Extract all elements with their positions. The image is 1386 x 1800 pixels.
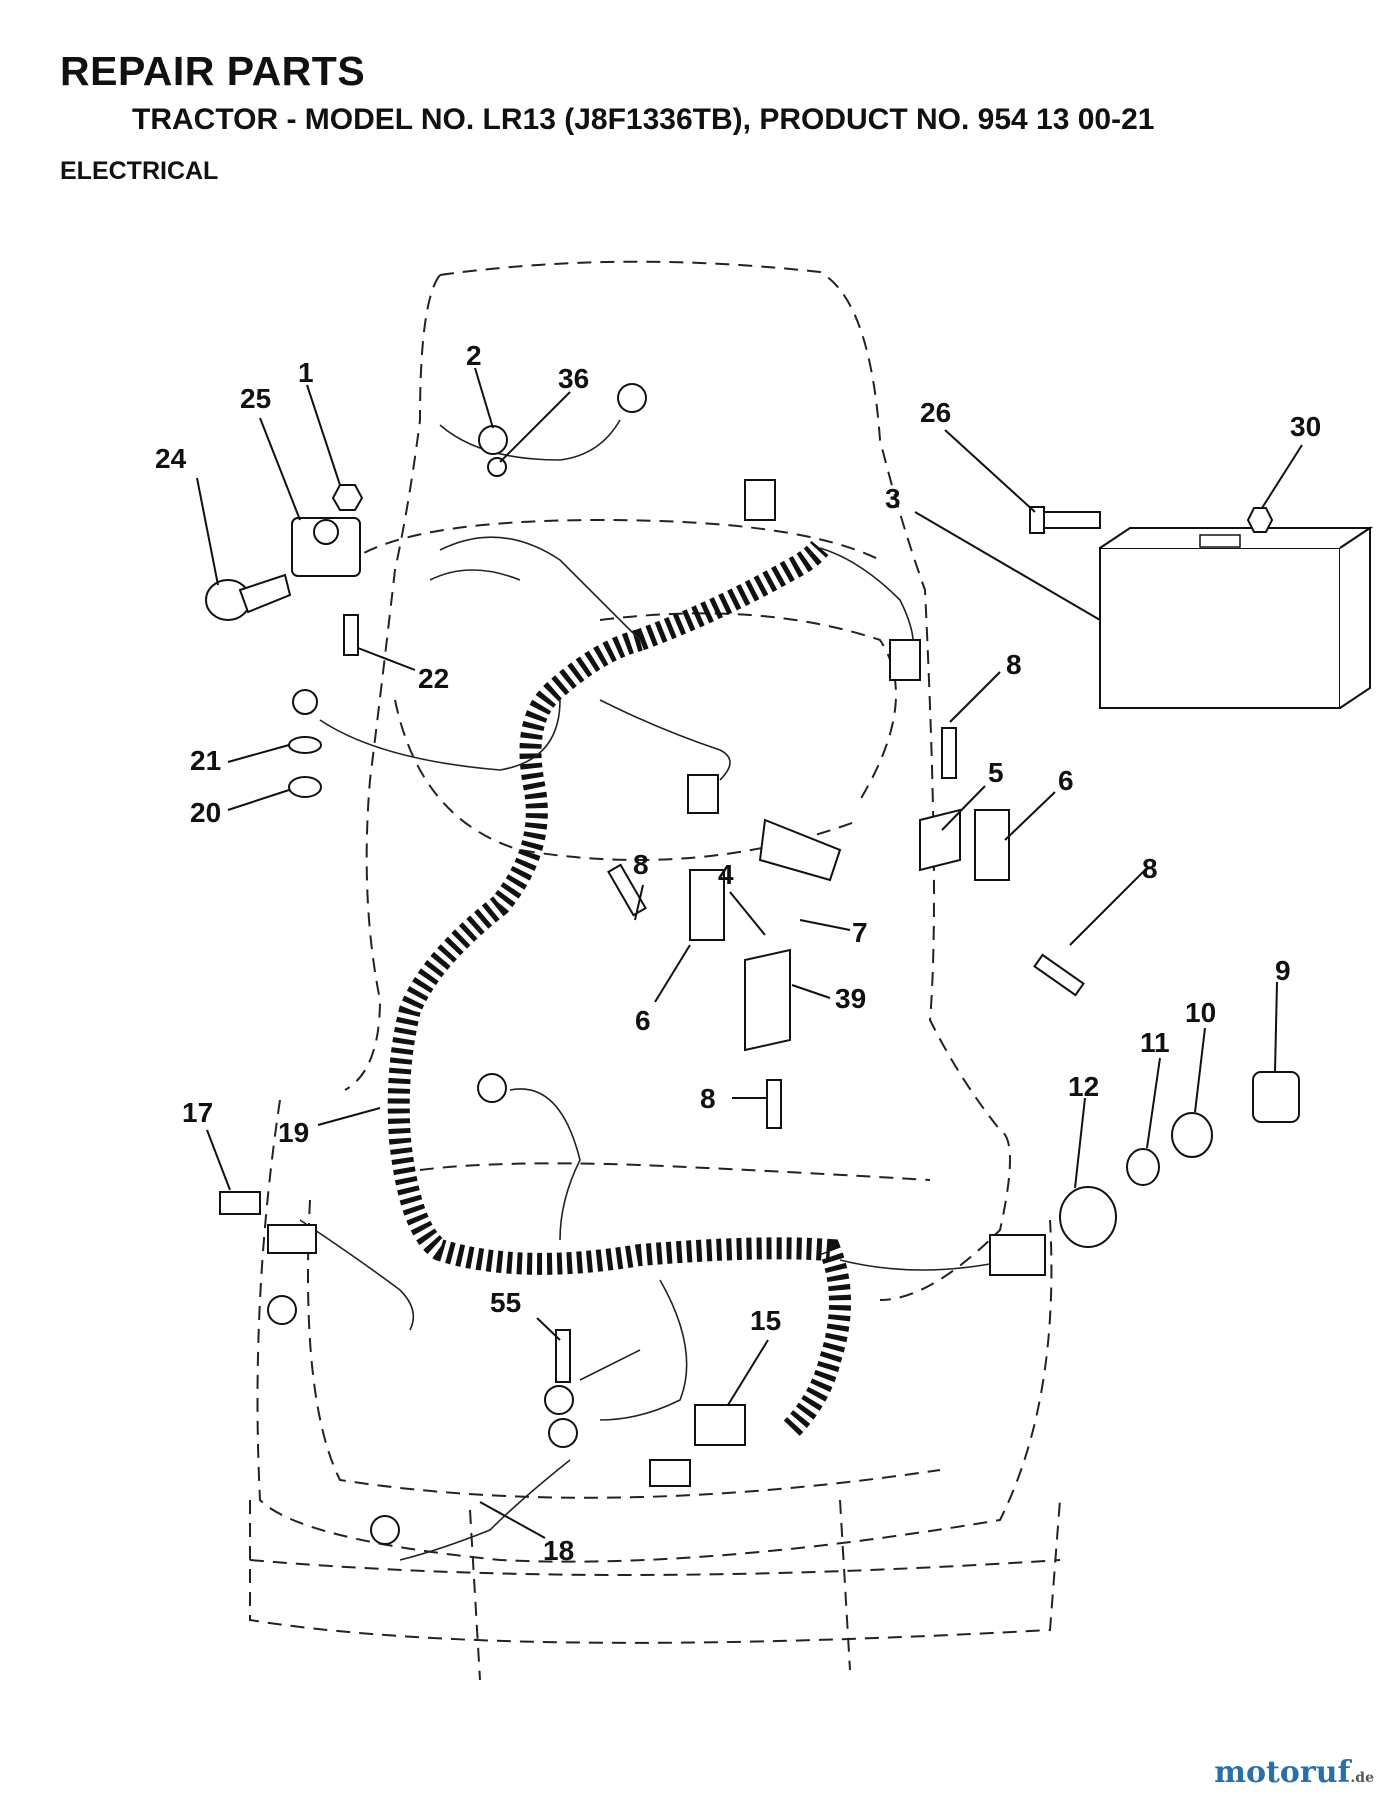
callout-30: 30: [1290, 411, 1321, 442]
callout-3: 3: [885, 483, 901, 514]
watermark-brand: motoruf: [1214, 1755, 1351, 1790]
callout-6a: 6: [1058, 765, 1074, 796]
section-label: ELECTRICAL: [60, 157, 219, 185]
callout-11: 11: [1140, 1027, 1170, 1058]
callout-2: 2: [466, 340, 482, 371]
callout-24: 24: [155, 443, 187, 474]
callout-numbers: 1 2 36 25 24 22 21 20 26 30 3 8 5 6 8 4 …: [155, 340, 1321, 1566]
callout-7: 7: [852, 917, 868, 948]
callout-39: 39: [835, 983, 866, 1014]
callout-21: 21: [190, 745, 221, 776]
callout-4: 4: [718, 859, 734, 890]
model-subtitle: TRACTOR - MODEL NO. LR13 (J8F1336TB), PR…: [132, 103, 1155, 136]
parts: [205, 383, 1374, 1545]
callout-8b: 8: [1142, 853, 1158, 884]
callout-26: 26: [920, 397, 951, 428]
wires: [299, 419, 1011, 1561]
callout-1: 1: [298, 357, 314, 388]
callout-6b: 6: [635, 1005, 651, 1036]
callout-8d: 8: [700, 1083, 716, 1114]
callout-12: 12: [1068, 1071, 1099, 1102]
callout-22: 22: [418, 663, 449, 694]
tractor-outline: [249, 260, 1061, 1681]
coiled-harness: [387, 540, 851, 1438]
callout-18: 18: [543, 1535, 574, 1566]
watermark-logo: motoruf.de: [1214, 1755, 1374, 1790]
watermark-suffix: .de: [1350, 1770, 1374, 1786]
callout-9: 9: [1275, 955, 1291, 986]
callout-55: 55: [490, 1287, 521, 1318]
callout-5: 5: [988, 757, 1004, 788]
callout-15: 15: [750, 1305, 781, 1336]
callout-20: 20: [190, 797, 221, 828]
callout-36: 36: [558, 363, 589, 394]
callout-8a: 8: [1006, 649, 1022, 680]
callout-19: 19: [278, 1117, 309, 1148]
leader-lines: [196, 367, 1303, 1539]
callout-25: 25: [240, 383, 271, 414]
callout-8c: 8: [633, 849, 649, 880]
callout-17: 17: [182, 1097, 213, 1128]
callout-10: 10: [1185, 997, 1216, 1028]
page-title: REPAIR PARTS: [60, 48, 366, 94]
